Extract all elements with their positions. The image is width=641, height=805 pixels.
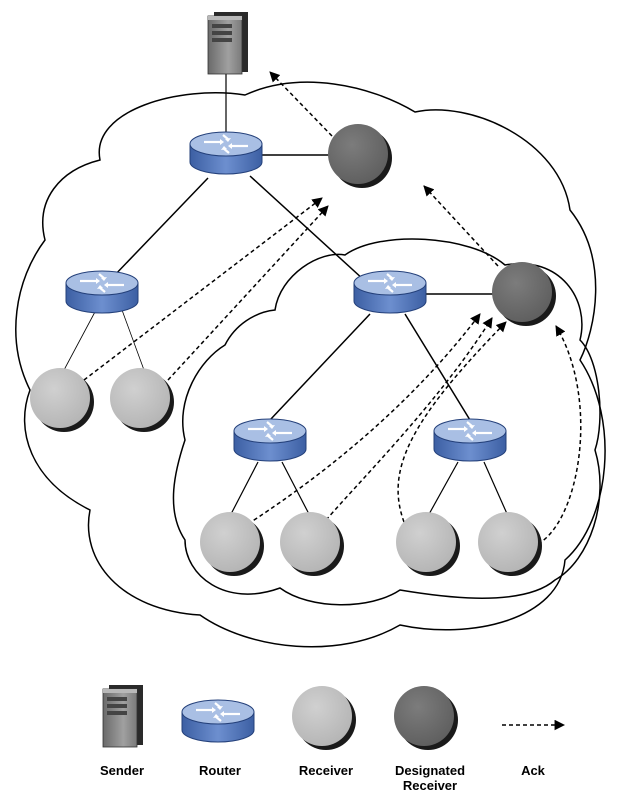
legend-designated-label: Designated Receiver (380, 763, 480, 793)
router-left (64, 269, 140, 315)
legend-sender-label: Sender (99, 763, 145, 778)
receiver-node (110, 368, 174, 432)
designated-receiver-top (328, 124, 392, 188)
ack-arrow (269, 71, 333, 137)
ack-arrow (325, 317, 493, 521)
link-router5-rcv-f (483, 461, 509, 517)
inner-cloud (172, 238, 601, 606)
legend-ack-label: Ack (521, 763, 545, 778)
router-bottom-right (432, 417, 508, 463)
ack-arrow (83, 197, 323, 381)
legend-designated-icon (394, 686, 458, 750)
receiver-node (396, 512, 460, 576)
receiver-node (30, 368, 94, 432)
receiver-node (280, 512, 344, 576)
outer-cloud (15, 81, 606, 648)
ack-arrow (397, 321, 507, 523)
legend-receiver-label: Receiver (298, 763, 354, 778)
router-top (188, 130, 264, 176)
ack-arrow (167, 205, 329, 381)
link-router3-router4 (269, 313, 371, 421)
receiver-node (478, 512, 542, 576)
legend-sender-icon (102, 684, 144, 748)
link-router1-router2 (111, 177, 209, 279)
link-router4-rcv-d (281, 461, 311, 517)
legend-router-label: Router (199, 763, 241, 778)
legend-receiver-icon (292, 686, 356, 750)
legend-designated-line1: Designated (394, 763, 466, 778)
link-router4-rcv-c (229, 461, 259, 517)
link-router2-rcv-a (63, 309, 97, 371)
legend-router-icon (180, 698, 256, 744)
ack-arrow (537, 325, 582, 545)
link-router2-rcv-b (121, 309, 145, 371)
ack-arrow (247, 313, 481, 525)
link-router5-rcv-e (427, 461, 459, 517)
router-middle (352, 269, 428, 315)
legend-designated-line2: Receiver (402, 778, 458, 793)
receiver-node (200, 512, 264, 576)
link-router3-router5 (404, 313, 471, 421)
ack-arrow (423, 185, 499, 267)
router-bottom-left (232, 417, 308, 463)
designated-receiver-middle (492, 262, 556, 326)
sender-server (207, 11, 249, 75)
